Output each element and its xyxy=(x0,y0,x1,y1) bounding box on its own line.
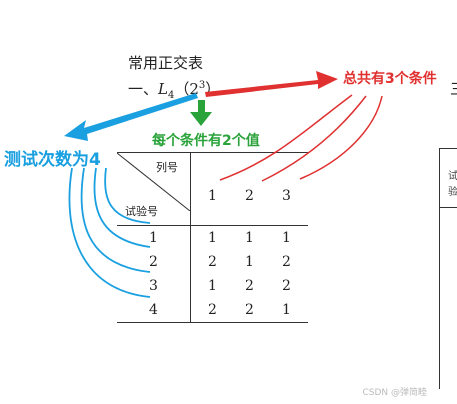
subheading-open: （2 xyxy=(174,80,199,98)
table-row: 2 2 1 2 xyxy=(117,250,308,274)
trial-number: 1 xyxy=(117,225,191,250)
trial-number: 4 xyxy=(117,298,191,323)
cell-value: 1 xyxy=(208,278,217,294)
total-conditions-note: 总共有3个条件 xyxy=(343,71,437,87)
table-heading: 常用正交表 xyxy=(128,54,204,72)
cell-value: 2 xyxy=(245,302,254,318)
subheading-prefix: 一、 xyxy=(128,80,159,98)
edge-char: 三 xyxy=(450,78,457,99)
trial-number: 2 xyxy=(117,250,191,274)
adjacent-table-edge: 试 验 xyxy=(439,148,457,389)
table-row: 3 1 2 2 xyxy=(117,274,308,298)
column-numbers: 1 2 3 xyxy=(190,152,308,226)
cell-value: 2 xyxy=(282,278,291,294)
column-number-label: 列号 xyxy=(156,161,178,174)
row-values: 2 1 2 xyxy=(191,250,309,274)
table-row: 4 2 2 1 xyxy=(117,298,308,323)
subheading-close: ） xyxy=(205,80,221,98)
cell-value: 2 xyxy=(245,278,254,294)
column-number: 1 xyxy=(208,188,217,204)
cell-value: 1 xyxy=(282,230,291,246)
subheading-sup: 3 xyxy=(198,80,206,91)
cell-value: 2 xyxy=(282,254,291,270)
row-values: 2 2 1 xyxy=(190,298,308,323)
table-subheading: 一、L4（23） xyxy=(128,78,220,101)
green-arrow xyxy=(190,100,212,126)
cell-value: 2 xyxy=(208,254,217,270)
trial-number-label: 试验号 xyxy=(125,205,158,218)
adjacent-table-char: 试 xyxy=(448,171,457,182)
values-per-condition-note: 每个条件有2个值 xyxy=(152,133,260,149)
test-count-note: 测试次数为4 xyxy=(4,150,101,170)
row-values: 1 2 2 xyxy=(191,274,309,298)
red-curve xyxy=(299,95,383,180)
column-number: 3 xyxy=(282,188,291,204)
cell-value: 1 xyxy=(208,230,217,246)
corner-diagonal xyxy=(117,153,190,211)
cell-value: 1 xyxy=(245,230,254,246)
cell-value: 2 xyxy=(208,302,217,318)
cell-value: 1 xyxy=(282,302,291,318)
cell-value: 1 xyxy=(245,254,254,270)
table-header-row: 列号 试验号 1 2 3 xyxy=(117,152,308,226)
subheading-L: L xyxy=(158,80,168,98)
red-arrow xyxy=(205,71,338,97)
corner-cell: 列号 试验号 xyxy=(117,152,191,226)
watermark: CSDN @弹简睦 xyxy=(362,388,427,398)
row-values: 1 1 1 xyxy=(191,226,309,251)
adjacent-table-divider xyxy=(440,207,457,208)
adjacent-table-char: 验 xyxy=(448,187,457,198)
table-row: 1 1 1 1 xyxy=(117,225,309,251)
column-number: 2 xyxy=(245,188,254,204)
trial-number: 3 xyxy=(117,274,191,298)
